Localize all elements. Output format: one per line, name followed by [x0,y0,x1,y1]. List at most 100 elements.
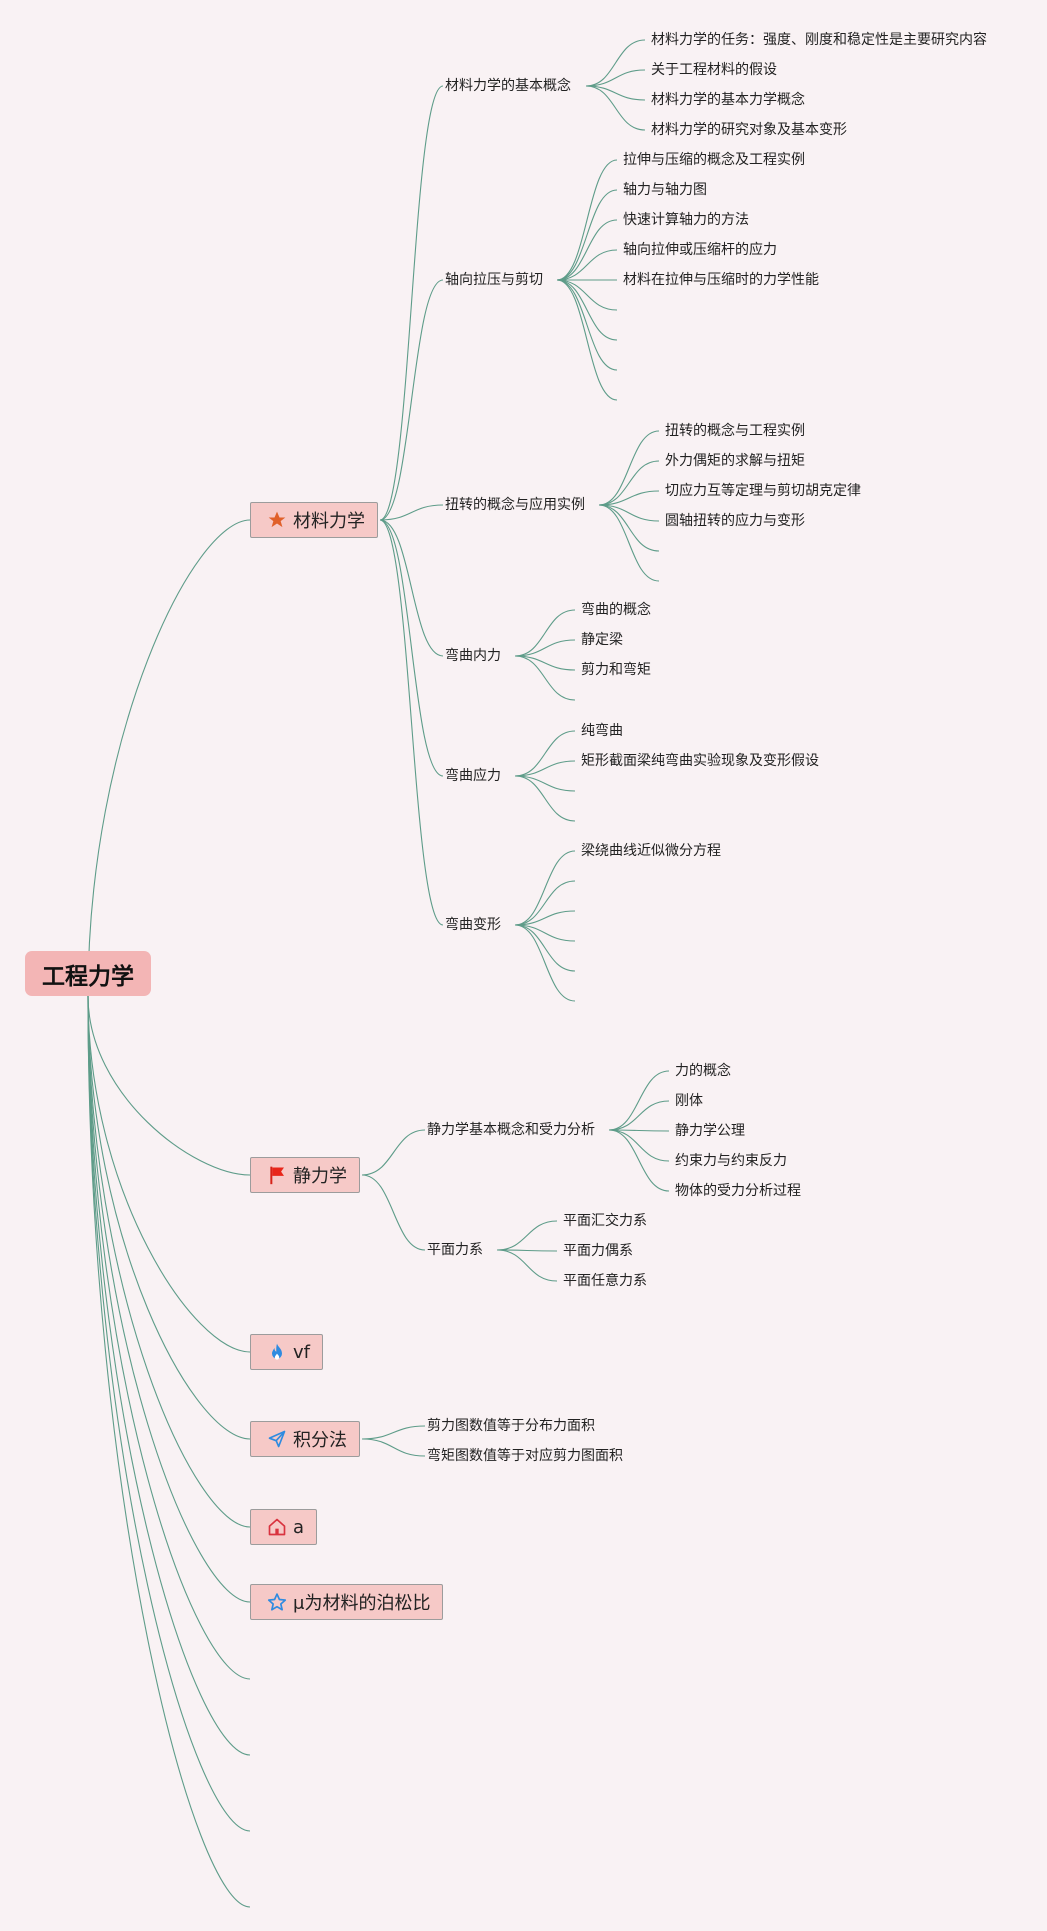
connector-line [514,924,576,972]
connector-line [556,279,618,341]
connector-line [598,504,660,552]
leaf-node[interactable]: 静定梁 [581,632,623,648]
flag-icon [267,1165,287,1185]
star-icon [267,510,287,530]
connector-line [87,519,251,997]
branch-node[interactable]: μ为材料的泊松比 [250,1584,444,1620]
connector-line [87,995,251,1603]
leaf-node[interactable]: 弯曲的概念 [581,602,651,618]
connector-line [87,995,251,1832]
leaf-node[interactable]: 矩形截面梁纯弯曲实验现象及变形假设 [581,753,819,769]
connector-line [361,1438,426,1457]
paper-plane-icon [267,1429,287,1449]
connector-line [598,460,660,506]
connector-line [556,279,618,311]
branch-label: μ为材料的泊松比 [293,1593,431,1614]
subtopic-node[interactable]: 剪力图数值等于分布力面积 [427,1418,595,1434]
leaf-node[interactable]: 圆轴扭转的应力与变形 [665,513,805,529]
leaf-node[interactable]: 纯弯曲 [581,723,623,739]
leaf-node[interactable]: 关于工程材料的假设 [651,62,777,78]
connector-line [585,39,646,87]
connector-line [514,639,576,657]
connector-line [598,430,660,506]
branch-node[interactable]: 积分法 [250,1421,360,1457]
subtopic-node[interactable]: 扭转的概念与应用实例 [445,497,585,513]
subtopic-node[interactable]: 静力学基本概念和受力分析 [427,1122,595,1138]
leaf-node[interactable]: 材料力学的任务：强度、刚度和稳定性是主要研究内容 [651,32,987,48]
subtopic-node[interactable]: 平面力系 [427,1242,483,1258]
connector-line [379,504,444,521]
connector-line [379,519,444,926]
connector-line [379,519,444,777]
connector-line [87,995,251,1440]
subtopic-node[interactable]: 弯曲变形 [445,917,501,933]
leaf-node[interactable]: 平面汇交力系 [563,1213,647,1229]
leaf-node[interactable]: 扭转的概念与工程实例 [665,423,805,439]
connector-line [556,279,618,371]
connector-line [379,85,444,521]
leaf-node[interactable]: 材料力学的研究对象及基本变形 [651,122,847,138]
leaf-node[interactable]: 刚体 [675,1093,703,1109]
leaf-node[interactable]: 外力偶矩的求解与扭矩 [665,453,805,469]
connector-line [598,504,660,582]
flame-icon [267,1342,287,1362]
connector-line [556,279,618,401]
leaf-node[interactable]: 拉伸与压缩的概念及工程实例 [623,152,805,168]
leaf-node[interactable]: 剪力和弯矩 [581,662,651,678]
leaf-node[interactable]: 轴向拉伸或压缩杆的应力 [623,242,777,258]
leaf-node[interactable]: 切应力互等定理与剪切胡克定律 [665,483,861,499]
connector-line [496,1220,558,1251]
connector-line [379,519,444,657]
leaf-node[interactable]: 平面力偶系 [563,1243,633,1259]
connector-line [514,910,576,926]
subtopic-node[interactable]: 弯曲内力 [445,648,501,664]
connector-line [361,1425,426,1440]
branch-label: vf [293,1341,310,1363]
connector-line [87,995,251,1756]
leaf-node[interactable]: 力的概念 [675,1063,731,1079]
connector-line [514,924,576,1002]
connector-line [556,159,618,281]
root-node[interactable]: 工程力学 [25,951,151,996]
leaf-node[interactable]: 快速计算轴力的方法 [623,212,749,228]
connector-line [556,219,618,281]
branch-node[interactable]: a [250,1509,318,1545]
connector-line [556,249,618,281]
connector-line [514,924,576,942]
connector-line [361,1174,426,1251]
leaf-node[interactable]: 约束力与约束反力 [675,1153,787,1169]
branch-label: a [293,1516,305,1538]
leaf-node[interactable]: 材料力学的基本力学概念 [651,92,805,108]
connector-line [87,995,251,1353]
subtopic-node[interactable]: 轴向拉压与剪切 [445,272,543,288]
connector-line [514,850,576,926]
leaf-node[interactable]: 物体的受力分析过程 [675,1183,801,1199]
leaf-node[interactable]: 静力学公理 [675,1123,745,1139]
connector-line [608,1100,670,1131]
connector-line [496,1249,558,1282]
connector-line [87,995,251,1680]
connector-line [514,775,576,822]
subtopic-node[interactable]: 弯曲应力 [445,768,501,784]
connector-line [598,504,660,522]
subtopic-node[interactable]: 材料力学的基本概念 [445,78,571,94]
star-outline-icon [267,1592,287,1612]
leaf-node[interactable]: 材料在拉伸与压缩时的力学性能 [623,272,819,288]
connector-line [514,609,576,657]
branch-node[interactable]: 静力学 [250,1157,360,1193]
connector-line [514,775,576,792]
connector-line [608,1129,670,1192]
leaf-node[interactable]: 轴力与轴力图 [623,182,707,198]
connector-line [585,85,646,131]
connector-line [585,85,646,101]
branch-node[interactable]: vf [250,1334,323,1370]
connector-line [514,655,576,671]
connector-line [87,995,251,1528]
branch-node[interactable]: 材料力学 [250,502,378,538]
subtopic-node[interactable]: 弯矩图数值等于对应剪力图面积 [427,1448,623,1464]
connector-line [514,760,576,777]
leaf-node[interactable]: 梁绕曲线近似微分方程 [581,843,721,859]
connector-line [87,995,251,1908]
leaf-node[interactable]: 平面任意力系 [563,1273,647,1289]
